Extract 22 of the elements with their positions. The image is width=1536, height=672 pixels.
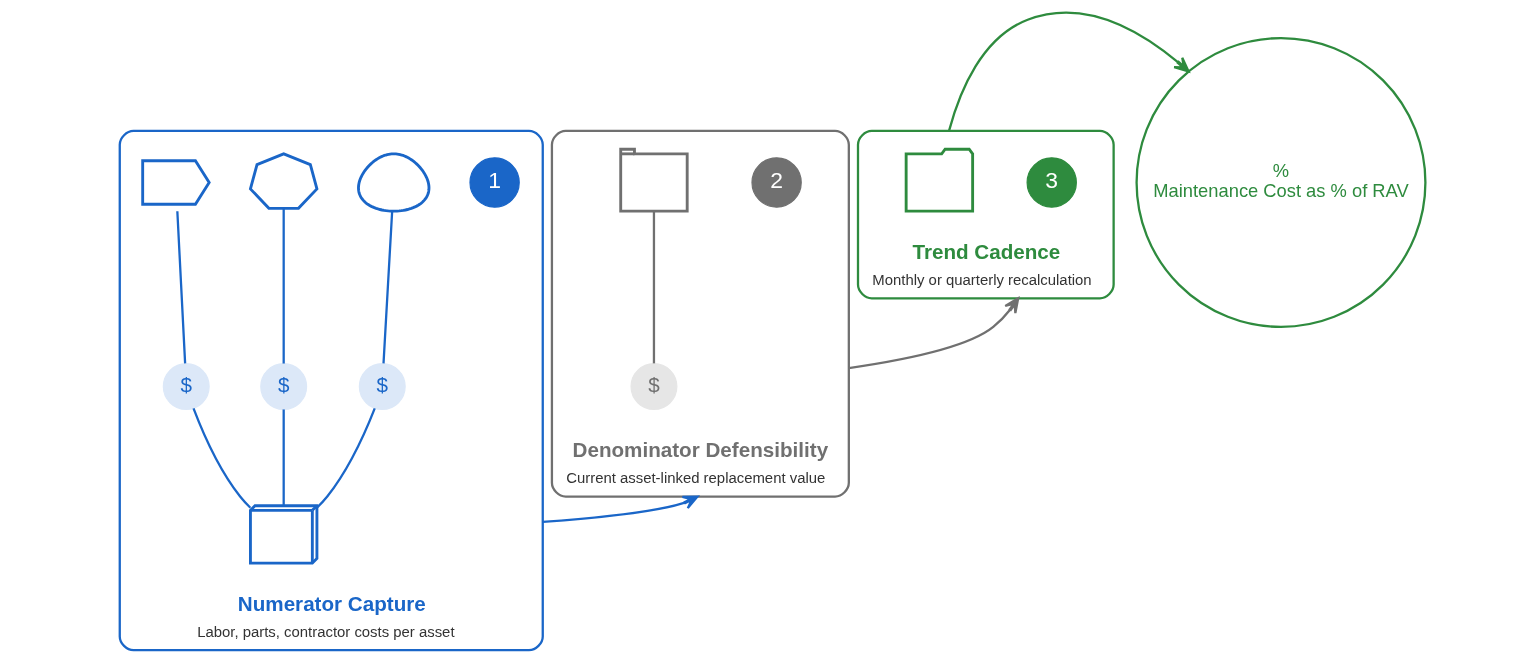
connector	[382, 211, 394, 364]
node-circle: $	[630, 363, 678, 411]
node-circle: $	[358, 363, 406, 411]
connector	[192, 407, 252, 509]
arrow	[848, 297, 1020, 370]
node-circle: $	[162, 363, 210, 411]
node-person	[357, 152, 431, 213]
arrow	[542, 495, 699, 524]
connector	[652, 211, 656, 364]
connector	[282, 409, 285, 506]
connector	[176, 211, 187, 364]
node-circle: $	[260, 363, 308, 411]
connector	[316, 407, 376, 509]
arrow	[947, 11, 1190, 132]
node-circle: 2	[751, 157, 802, 208]
node-gear	[248, 152, 319, 210]
node-calendar	[904, 147, 975, 213]
node-circle: % Maintenance Cost as % of RAV	[1135, 36, 1427, 329]
connector	[282, 208, 285, 364]
node-truck	[141, 159, 211, 206]
node-circle: 3	[1026, 157, 1077, 208]
node-circle: 1	[469, 157, 520, 208]
